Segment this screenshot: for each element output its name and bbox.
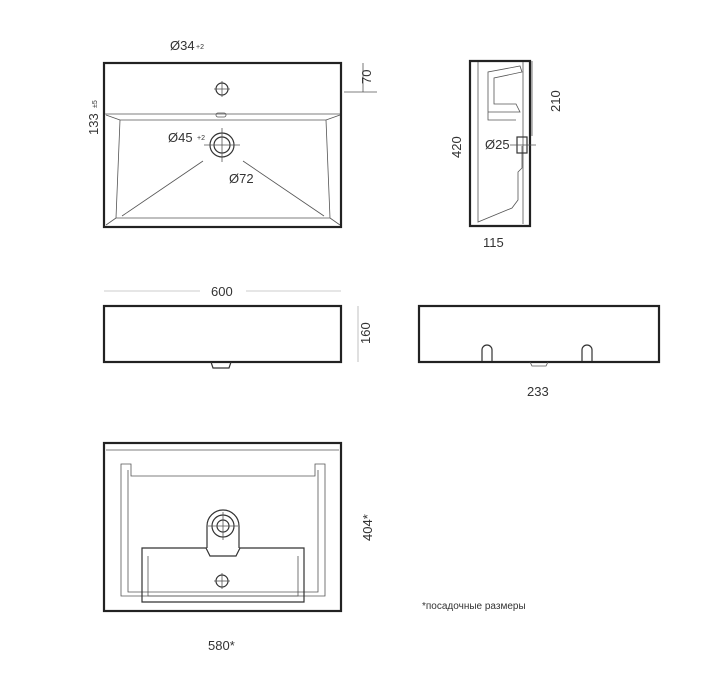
front-view-outline [102, 304, 343, 364]
top-view-slope-right [242, 160, 325, 217]
dim-drain: Ø45 [168, 130, 193, 145]
top-view-bowl-edge-right [325, 114, 341, 121]
dim-mount-depth: 404* [360, 514, 375, 541]
mounting-channel-inner [147, 556, 299, 597]
drain-hole [204, 128, 240, 162]
dim-tap-hole-tolerance: +2 [196, 44, 204, 51]
side-view-outline [468, 59, 532, 228]
dim-drain-tolerance: +2 [197, 135, 205, 142]
tap-hole [214, 81, 230, 97]
dim-rim: 70 [359, 70, 374, 84]
mounting-outline [102, 441, 343, 613]
mounting-view: 404* 580* [102, 441, 375, 653]
back-view-drain [529, 361, 549, 367]
top-view: Ø34 +2 70 133 ±5 Ø45 +2 Ø72 [86, 38, 377, 229]
dim-overflow: Ø25 [485, 137, 510, 152]
mounting-tap-hole [208, 512, 238, 540]
dim-depth-tolerance: ±5 [92, 100, 99, 108]
back-view-outline [417, 304, 661, 364]
top-view-bowl-edge-left [105, 114, 121, 121]
dim-bowl-drain: Ø72 [229, 171, 254, 186]
dim-width: 600 [211, 284, 233, 299]
dim-height: 160 [358, 322, 373, 344]
dim-mount: 233 [527, 384, 549, 399]
overflow-slot [215, 112, 227, 118]
side-view: 210 420 Ø25 115 [449, 59, 563, 250]
front-view: 600 160 [102, 284, 373, 369]
mount-slot-right [581, 344, 593, 361]
dim-tap-hole: Ø34 [170, 38, 195, 53]
front-view-drain [210, 361, 232, 369]
mount-slot-left [481, 344, 493, 361]
mounting-bowl-inner [127, 470, 319, 593]
top-view-outline [102, 61, 343, 229]
dim-depth: 133 [86, 113, 101, 135]
top-view-bowl-edge-bl [105, 217, 117, 226]
mounting-channel [141, 547, 305, 603]
top-view-slope-left [121, 160, 204, 217]
back-view: 233 [417, 304, 661, 399]
top-view-bowl-outline [115, 119, 331, 219]
dim-wall: 115 [483, 235, 504, 250]
top-view-bowl-edge-br [329, 217, 341, 226]
dim-mount-width: 580* [208, 638, 235, 653]
dim-tap-height: 210 [548, 90, 563, 112]
mounting-tap-boss [206, 509, 240, 548]
footnote: *посадочные размеры [422, 601, 526, 612]
mounting-drain-hole [214, 573, 230, 589]
dim-overall-depth: 420 [449, 136, 464, 158]
side-view-inner-profile [477, 62, 523, 223]
